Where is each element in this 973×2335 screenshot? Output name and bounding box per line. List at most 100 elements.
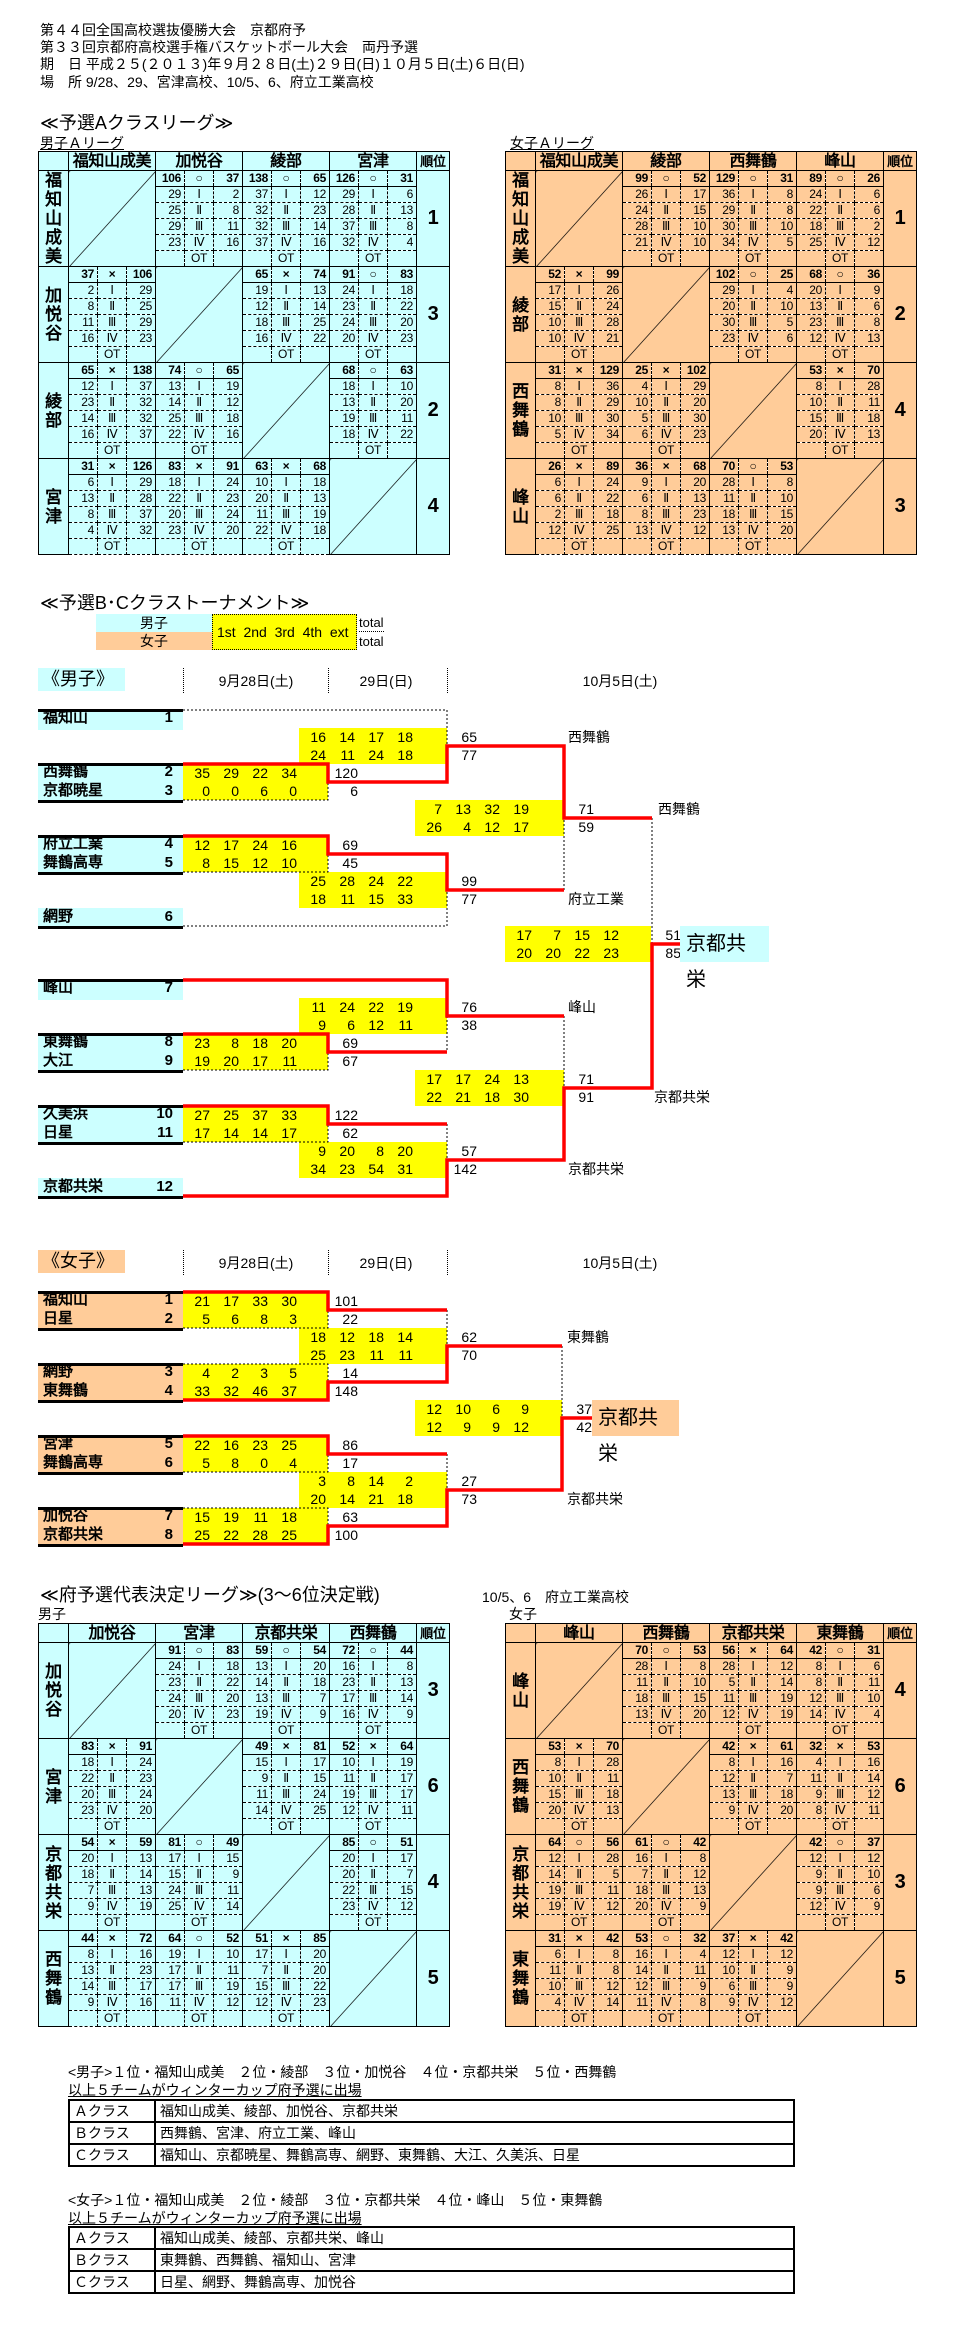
quarter-score: 11 bbox=[369, 1347, 384, 1363]
total-score: 138 bbox=[126, 362, 156, 379]
period-score: 14 bbox=[622, 1962, 652, 1979]
team-name: 網野 bbox=[43, 1363, 74, 1380]
quarter-score: 8 bbox=[202, 855, 210, 871]
period-score: 23 bbox=[155, 1674, 185, 1691]
quarter-score: 15 bbox=[194, 1509, 210, 1525]
total-score-bottom: 85 bbox=[665, 945, 681, 961]
period-score bbox=[622, 2010, 652, 2027]
period-score: 10 bbox=[709, 1962, 739, 1979]
period-score: 11 bbox=[854, 1802, 884, 1819]
period-score: 11 bbox=[242, 506, 272, 523]
quarter-score: 5 bbox=[202, 1311, 210, 1327]
period-score: 20 bbox=[796, 426, 826, 443]
result-mark: × bbox=[738, 1642, 768, 1659]
period-label: OT bbox=[358, 442, 388, 459]
period-score: 17 bbox=[155, 1850, 185, 1867]
quarter-score: 24 bbox=[252, 837, 268, 853]
period-score: 9 bbox=[387, 1706, 417, 1723]
period-label: Ⅰ bbox=[738, 1658, 768, 1675]
period-score: 8 bbox=[796, 1674, 826, 1691]
period-score: 18 bbox=[329, 378, 359, 395]
period-score: 2 bbox=[213, 186, 243, 203]
quarter-score: 14 bbox=[252, 1125, 268, 1141]
period-label: Ⅱ bbox=[738, 202, 768, 219]
period-label: Ⅱ bbox=[358, 298, 388, 315]
total-score-bottom: 17 bbox=[342, 1455, 358, 1471]
total-score: 53 bbox=[767, 458, 797, 475]
period-score bbox=[767, 2010, 797, 2027]
period-score: 10 bbox=[854, 1690, 884, 1707]
period-score: 25 bbox=[593, 522, 623, 539]
quarter-score: 15 bbox=[574, 927, 590, 943]
period-score: 10 bbox=[767, 218, 797, 235]
total-score-bottom: 100 bbox=[334, 1527, 358, 1543]
total-score: 31 bbox=[535, 1930, 565, 1947]
period-label: Ⅲ bbox=[358, 218, 388, 235]
diagonal-cell bbox=[622, 266, 710, 363]
period-score: 24 bbox=[155, 1882, 185, 1899]
period-score bbox=[300, 250, 330, 267]
period-score: 18 bbox=[300, 522, 330, 539]
champion-name: 京都共栄 bbox=[592, 1400, 679, 1465]
quarter-score: 20 bbox=[223, 1053, 239, 1069]
period-label: Ⅳ bbox=[738, 522, 768, 539]
diagonal-cell bbox=[68, 170, 156, 267]
total-score: 106 bbox=[126, 266, 156, 283]
result-mark: × bbox=[651, 458, 681, 475]
period-score: 34 bbox=[593, 426, 623, 443]
period-label: Ⅳ bbox=[97, 1994, 127, 2011]
period-label: OT bbox=[651, 2010, 681, 2027]
period-score bbox=[593, 1914, 623, 1931]
rank-header: 順位 bbox=[416, 1623, 450, 1643]
quarter-score: 22 bbox=[368, 999, 384, 1015]
period-score: 22 bbox=[213, 1674, 243, 1691]
total-score-top: 69 bbox=[342, 1035, 358, 1051]
period-score: 9 bbox=[767, 1962, 797, 1979]
period-score: 18 bbox=[213, 410, 243, 427]
period-label: Ⅰ bbox=[97, 1946, 127, 1963]
period-score bbox=[796, 1818, 826, 1835]
period-score: 19 bbox=[387, 1754, 417, 1771]
period-score: 14 bbox=[535, 1866, 565, 1883]
diagonal-cell bbox=[622, 1738, 710, 1835]
total-score: 81 bbox=[300, 1738, 330, 1755]
result-mark: ○ bbox=[738, 170, 768, 187]
row-team-name: 東舞鶴 bbox=[505, 1930, 536, 2027]
total-score: 52 bbox=[680, 170, 710, 187]
period-score bbox=[680, 2010, 710, 2027]
period-label: OT bbox=[97, 346, 127, 363]
quarter-score: 2 bbox=[405, 1473, 413, 1489]
period-score: 13 bbox=[709, 522, 739, 539]
quarter-score: 12 bbox=[426, 1419, 442, 1435]
total-score: 52 bbox=[213, 1930, 243, 1947]
row-team-name: 綾部 bbox=[38, 362, 69, 459]
quarter-score: 26 bbox=[426, 819, 442, 835]
quarter-score: 54 bbox=[368, 1161, 384, 1177]
league-header-row: 峰山西舞鶴京都共栄東舞鶴順位 bbox=[505, 1623, 917, 1643]
period-score: 8 bbox=[387, 218, 417, 235]
period-score: 2 bbox=[68, 282, 98, 299]
period-score bbox=[300, 2010, 330, 2027]
quarter-score: 31 bbox=[397, 1161, 413, 1177]
column-team-name: 西舞鶴 bbox=[329, 1623, 417, 1643]
period-score: 20 bbox=[329, 1850, 359, 1867]
quarter-score: 11 bbox=[253, 1509, 268, 1525]
quarter-score: 9 bbox=[318, 1143, 326, 1159]
period-score: 9 bbox=[796, 1866, 826, 1883]
period-score: 32 bbox=[242, 202, 272, 219]
period-score: 16 bbox=[68, 426, 98, 443]
period-label: Ⅲ bbox=[738, 1978, 768, 1995]
period-score: 17 bbox=[329, 1690, 359, 1707]
